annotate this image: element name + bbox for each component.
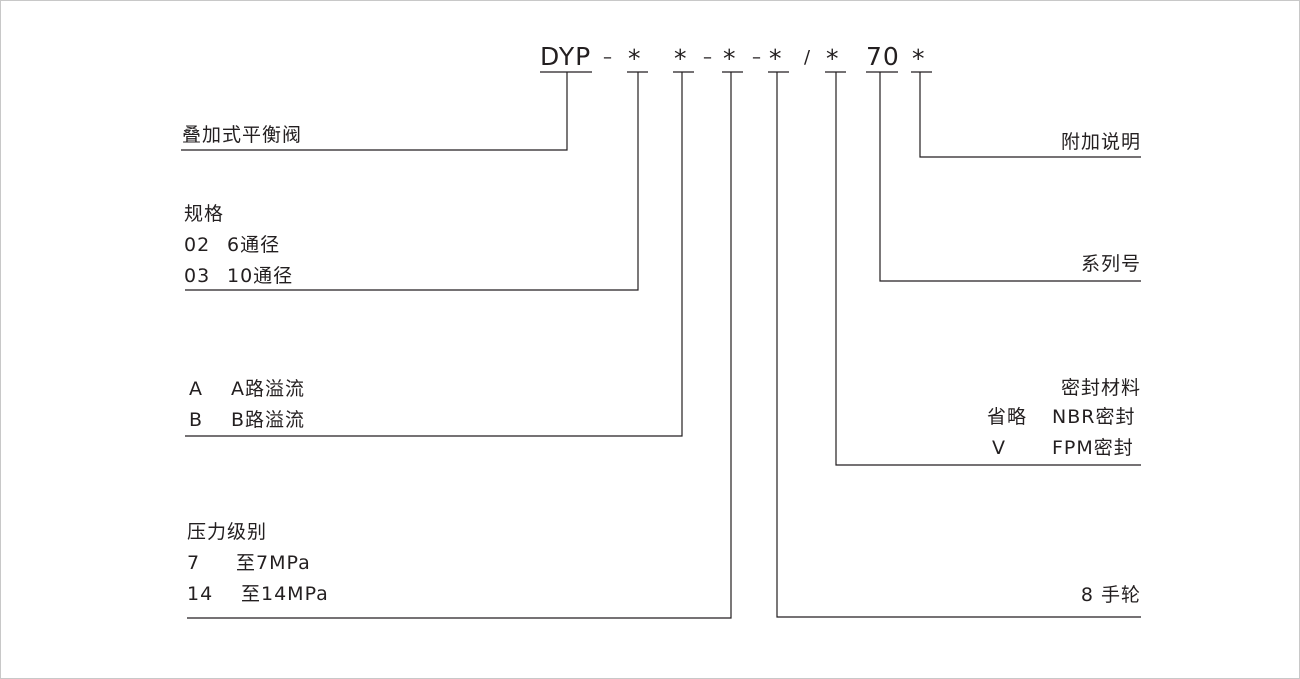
label-handwheel: 8 手轮 bbox=[1080, 584, 1141, 606]
code-star-5: * bbox=[826, 44, 840, 73]
overflow-code-a: A bbox=[189, 378, 203, 400]
spec-code-03: 03 bbox=[184, 265, 211, 287]
connector-type bbox=[181, 72, 568, 151]
code-dash-3: – bbox=[752, 47, 761, 68]
pressure-desc-14: 至14MPa bbox=[241, 583, 329, 605]
seal-desc-fpm: FPM密封 bbox=[1052, 437, 1134, 459]
code-star-2: * bbox=[674, 44, 688, 73]
label-extra-notes: 附加说明 bbox=[1060, 131, 1141, 153]
code-slash: / bbox=[804, 47, 811, 68]
label-pressure-title: 压力级别 bbox=[187, 521, 268, 543]
overflow-desc-b: B路溢流 bbox=[231, 409, 306, 431]
connector-spec bbox=[185, 72, 639, 291]
spec-desc-03: 10通径 bbox=[227, 265, 294, 287]
connector-series bbox=[879, 72, 1141, 282]
spec-desc-02: 6通径 bbox=[227, 234, 281, 256]
pressure-code-14: 14 bbox=[187, 583, 214, 605]
pressure-desc-7: 至7MPa bbox=[236, 552, 311, 574]
connector-seal bbox=[835, 72, 1141, 466]
code-dash-1: – bbox=[603, 47, 612, 68]
overflow-code-b: B bbox=[189, 409, 204, 431]
code-star-1: * bbox=[628, 44, 642, 73]
code-star-3: * bbox=[723, 44, 737, 73]
connector-extra bbox=[919, 72, 1141, 158]
code-prefix: DYP bbox=[540, 42, 592, 71]
connector-handwheel bbox=[776, 72, 1141, 618]
code-dash-2: – bbox=[703, 47, 712, 68]
label-series-no: 系列号 bbox=[1080, 253, 1141, 275]
pressure-code-7: 7 bbox=[187, 552, 201, 574]
connector-pressure bbox=[187, 72, 732, 619]
spec-code-02: 02 bbox=[184, 234, 211, 256]
connector-overflow bbox=[185, 72, 683, 437]
overflow-desc-a: A路溢流 bbox=[231, 378, 305, 400]
code-series: 70 bbox=[866, 42, 900, 71]
label-valve-type: 叠加式平衡阀 bbox=[182, 124, 303, 146]
seal-desc-nbr: NBR密封 bbox=[1052, 406, 1136, 428]
label-spec-title: 规格 bbox=[184, 203, 225, 225]
code-star-4: * bbox=[769, 44, 783, 73]
label-seal-title: 密封材料 bbox=[1060, 377, 1141, 399]
seal-code-omit: 省略 bbox=[987, 406, 1028, 428]
code-star-6: * bbox=[912, 44, 926, 73]
seal-code-v: V bbox=[992, 437, 1006, 459]
